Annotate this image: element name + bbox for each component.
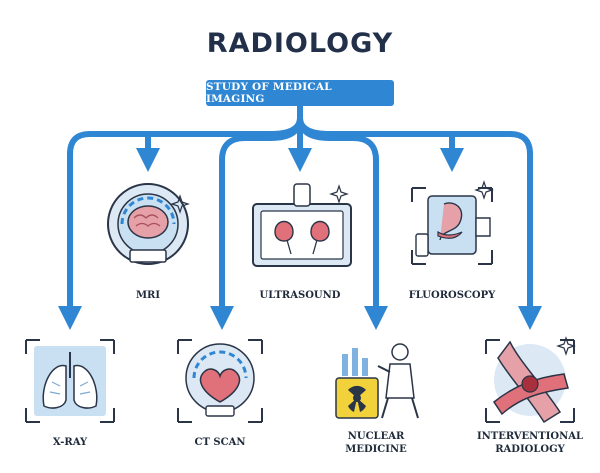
arrow-to-ct <box>210 117 303 330</box>
subtitle-text: STUDY OF MEDICAL IMAGING <box>206 81 332 105</box>
subtitle-box: STUDY OF MEDICAL IMAGING <box>206 80 394 106</box>
diagram-title: RADIOLOGY <box>206 28 394 59</box>
blood-vessel-icon <box>485 336 576 424</box>
label-ct-scan: CT SCAN <box>194 437 246 448</box>
arrow-to-nuclear <box>297 117 388 330</box>
label-fluoroscopy: FLUOROSCOPY <box>408 290 496 301</box>
label-ultrasound: ULTRASOUND <box>259 290 341 301</box>
nuclear-scientist-icon <box>335 343 419 419</box>
label-nuclear-medicine: NUCLEAR MEDICINE <box>345 431 407 455</box>
label-xray: X-RAY <box>52 437 88 448</box>
kidneys-ultrasound-icon <box>252 183 352 267</box>
lungs-xray-icon <box>25 339 115 423</box>
label-interventional-radiology: INTERVENTIONAL RADIOLOGY <box>476 431 584 455</box>
heart-ct-icon <box>177 339 263 423</box>
brain-mri-icon <box>107 183 190 265</box>
label-mri: MRI <box>135 290 161 301</box>
stomach-fluoroscopy-icon <box>411 180 494 265</box>
